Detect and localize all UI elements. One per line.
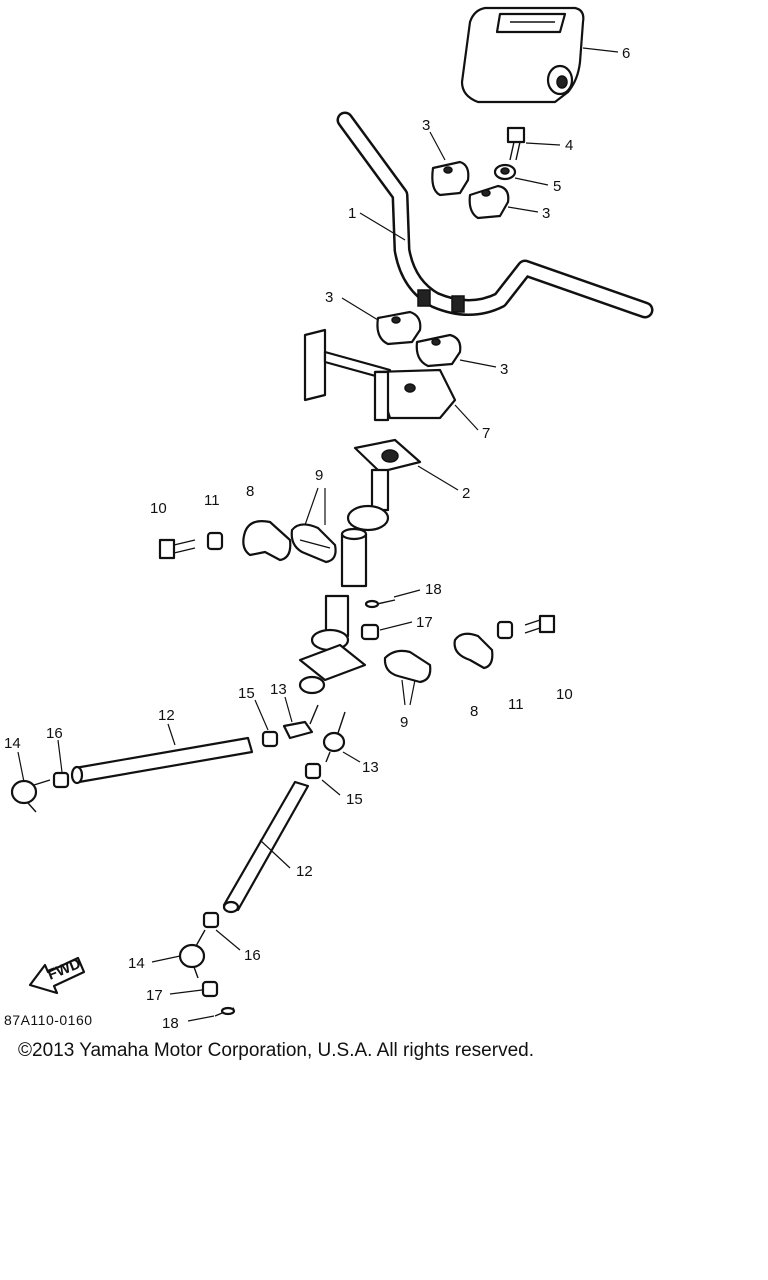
lower-holder-left: [376, 310, 422, 346]
tie-rod-12-right: [222, 780, 310, 914]
callout-12: 12: [296, 863, 313, 880]
callout-1: 1: [348, 205, 356, 222]
upper-holder-right: [468, 184, 510, 220]
nut-15-right: [304, 762, 322, 780]
callout-7: 7: [482, 425, 490, 442]
nut-15-left: [261, 730, 279, 748]
bracket-7: [303, 328, 457, 422]
callout-15: 15: [346, 791, 363, 808]
callout-3: 3: [542, 205, 550, 222]
callout-10: 10: [150, 500, 167, 517]
clamp-8-left: [242, 520, 292, 562]
callout-13: 13: [270, 681, 287, 698]
nut-11-left: [206, 531, 224, 551]
callout-3: 3: [325, 289, 333, 306]
callout-15: 15: [238, 685, 255, 702]
lower-holder-right: [415, 333, 462, 368]
handlebar: [336, 111, 654, 319]
tie-rod-end-14-right: [178, 929, 206, 979]
callout-16: 16: [46, 725, 63, 742]
diagram-code: 87A110-0160: [4, 1012, 93, 1028]
cotter-pin-18-lower: [214, 1006, 236, 1017]
callout-11: 11: [204, 492, 220, 509]
parts-exploded-diagram: FWD 6 3 4 5 3 1 3: [4, 6, 654, 1032]
callout-11: 11: [508, 696, 524, 713]
callout-3: 3: [422, 117, 430, 134]
nut-17-upper: [360, 623, 380, 641]
bushing-9-left: [290, 523, 337, 564]
callout-8: 8: [246, 483, 254, 500]
nut-16-left: [52, 771, 70, 789]
callout-14: 14: [4, 735, 21, 752]
upper-holder-left: [431, 160, 470, 197]
cotter-pin-18-upper: [364, 599, 396, 609]
callout-9: 9: [400, 714, 408, 731]
clamp-8-right: [453, 632, 494, 670]
callout-5: 5: [553, 178, 561, 195]
nut-16-right: [202, 911, 220, 929]
washer-5: [493, 163, 517, 181]
handlebar-pad: [460, 6, 585, 104]
steering-column-upper: [340, 438, 422, 588]
tie-rod-12-left: [70, 736, 254, 785]
tie-rod-end-14-left: [10, 779, 51, 813]
callout-3: 3: [500, 361, 508, 378]
bolt-10-left: [158, 538, 196, 560]
copyright-notice: ©2013 Yamaha Motor Corporation, U.S.A. A…: [18, 1040, 534, 1061]
callout-9: 9: [315, 467, 323, 484]
bolt-4: [506, 126, 526, 161]
callout-12: 12: [158, 707, 175, 724]
fwd-arrow-icon: FWD: [28, 955, 86, 995]
callout-6: 6: [622, 45, 630, 62]
callout-17: 17: [146, 987, 163, 1004]
callout-18: 18: [162, 1015, 179, 1032]
callout-4: 4: [565, 137, 573, 154]
nut-17-lower: [201, 980, 219, 998]
callout-18: 18: [425, 581, 442, 598]
steering-column-lower: [298, 594, 367, 695]
tie-rod-end-13-right: [322, 711, 346, 763]
nut-11-right: [496, 620, 514, 640]
callout-16: 16: [244, 947, 261, 964]
callout-labels: 6 3 4 5 3 1 3 3 7 2 10 11 8 9 18 17 10 1…: [4, 45, 630, 1032]
callout-13: 13: [362, 759, 379, 776]
callout-2: 2: [462, 485, 470, 502]
tie-rod-end-13-left: [282, 704, 319, 740]
callout-8: 8: [470, 703, 478, 720]
bushing-9-right: [383, 649, 432, 684]
leader-lines: [17, 47, 619, 1022]
callout-17: 17: [416, 614, 433, 631]
bolt-10-right: [524, 614, 556, 634]
callout-14: 14: [128, 955, 145, 972]
callout-10: 10: [556, 686, 573, 703]
